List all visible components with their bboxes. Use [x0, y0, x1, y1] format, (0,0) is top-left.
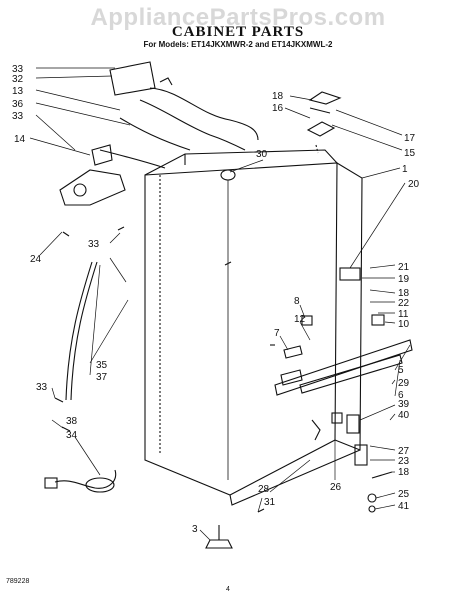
callout-label: 17: [404, 133, 416, 144]
callout-label: 33: [36, 382, 48, 393]
callout-label: 33: [88, 239, 100, 250]
callout-label: 20: [408, 179, 420, 190]
callout-label: 27: [398, 446, 410, 457]
callout-label: 23: [398, 456, 410, 467]
callout-label: 41: [398, 501, 410, 512]
callout-label: 5: [398, 365, 404, 376]
callout-label: 36: [12, 99, 24, 110]
page-number: 4: [226, 586, 230, 593]
leveling-leg: [205, 539, 233, 549]
model-numbers: For Models: ET14JKXMWR-2 and ET14JKXMWL-…: [143, 40, 333, 49]
drain-tube: [65, 261, 93, 401]
callout-label: 21: [398, 262, 410, 273]
watermark: AppliancePartsPros.com: [90, 4, 386, 31]
callout-label: 3: [192, 524, 198, 535]
callout-label: 32: [12, 74, 24, 85]
panel-32: [109, 61, 156, 96]
callout-label: 31: [264, 497, 276, 508]
callout-label: 10: [398, 319, 410, 330]
cabinet-front: [144, 162, 338, 496]
callout-label: 40: [398, 410, 410, 421]
callout-label: 14: [14, 134, 26, 145]
callout-label: 25: [398, 489, 410, 500]
cabinet-top: [144, 149, 338, 176]
callout-label: 15: [404, 148, 416, 159]
callout-label: 12: [294, 314, 306, 325]
plug-30: [220, 169, 236, 181]
callout-label: 38: [66, 416, 78, 427]
callout-label: 24: [30, 254, 42, 265]
callout-label: 13: [12, 86, 24, 97]
cabinet-side: [334, 162, 363, 451]
control-housing: [59, 169, 126, 206]
callout-label: 18: [272, 91, 284, 102]
callout-label: 33: [12, 111, 24, 122]
callout-label: 26: [330, 482, 342, 493]
callout-label: 11: [398, 309, 409, 320]
wire-harness: [149, 87, 259, 141]
diagram-code: 789228: [6, 578, 30, 585]
callout-label: 18: [398, 467, 410, 478]
callout-label: 18: [398, 288, 410, 299]
callout-label: 35: [96, 360, 108, 371]
callout-label: 39: [398, 399, 410, 410]
callout-label: 19: [398, 274, 410, 285]
callout-label: 37: [96, 372, 108, 383]
callout-labels: 33 32 13 36 33 14 24 33 35 37 33 38 34 3…: [12, 64, 420, 535]
lower-rail: [299, 354, 403, 394]
power-cord: [54, 469, 117, 489]
callout-label: 16: [272, 103, 284, 114]
callout-label: 29: [398, 378, 410, 389]
callout-label: 30: [256, 149, 268, 160]
callout-label: 34: [66, 430, 78, 441]
door-rail: [274, 339, 413, 396]
callout-label: 8: [294, 296, 300, 307]
callout-label: 6: [398, 390, 404, 401]
callout-label: 1: [402, 164, 408, 175]
callout-label: 22: [398, 298, 410, 309]
callout-label: 28: [258, 484, 270, 495]
callout-label: 33: [12, 64, 24, 75]
diagram-title: CABINET PARTS: [171, 24, 305, 40]
callout-label: 7: [274, 328, 280, 339]
